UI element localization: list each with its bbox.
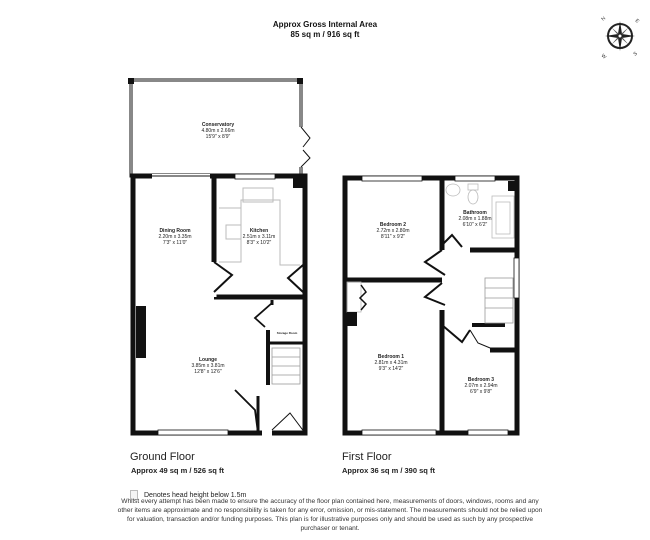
room-imperial: 9'3" x 14'2": [378, 366, 404, 372]
room-metric: 2.72m x 2.80m: [376, 228, 410, 234]
room-name: Kitchen: [249, 228, 269, 234]
disclaimer: Whilst every attempt has been made to en…: [117, 498, 543, 532]
room-conservatory: Conservatory 4.80m x 2.66m 15'9" x 8'9": [201, 122, 234, 140]
room-imperial: 7'3" x 11'0": [162, 240, 188, 246]
room-name: Storage Room: [276, 331, 298, 335]
room-name: Bathroom: [463, 210, 487, 216]
room-bedroom-3: Bedroom 3 2.07m x 2.94m 6'9" x 9'8": [464, 377, 497, 395]
svg-text:E: E: [634, 18, 641, 25]
room-imperial: 15'9" x 8'9": [205, 134, 231, 140]
compass-rose-icon: N E S W: [600, 15, 641, 60]
room-imperial: 8'11" x 9'2": [380, 234, 406, 240]
room-kitchen: Kitchen 2.51m x 3.11m 8'3" x 10'2": [243, 228, 276, 246]
room-name: Bedroom 2: [379, 222, 407, 228]
legend-text: Denotes head height below 1.5m: [144, 491, 247, 499]
ground-floor-area: Approx 49 sq m / 526 sq ft: [131, 466, 224, 475]
svg-text:S: S: [632, 50, 639, 57]
room-bathroom: Bathroom 2.08m x 1.88m 6'10" x 6'2": [458, 210, 491, 228]
room-name: Lounge: [198, 357, 218, 363]
room-name: Bedroom 1: [377, 354, 405, 360]
svg-text:W: W: [600, 53, 608, 60]
room-metric: 2.20m x 3.35m: [158, 234, 192, 240]
room-storage: Storage Room: [277, 331, 298, 335]
room-bedroom-1: Bedroom 1 2.81m x 4.31m 9'3" x 14'2": [374, 354, 407, 372]
svg-text:N: N: [600, 15, 607, 22]
room-imperial: 6'10" x 6'2": [462, 222, 488, 228]
room-metric: 4.80m x 2.66m: [201, 128, 235, 134]
room-metric: 2.81m x 4.31m: [374, 360, 408, 366]
room-metric: 2.08m x 1.88m: [458, 216, 492, 222]
first-floor-title: First Floor: [342, 451, 392, 463]
room-imperial: 6'9" x 9'8": [470, 389, 492, 395]
room-metric: 2.51m x 3.11m: [242, 234, 276, 240]
first-floor-area: Approx 36 sq m / 390 sq ft: [342, 466, 435, 475]
room-dining-room: Dining Room 2.20m x 3.35m 7'3" x 11'0": [158, 228, 191, 246]
room-lounge: Lounge 3.85m x 3.81m 12'8" x 12'6": [191, 357, 224, 375]
ground-floor-plan: [128, 78, 311, 436]
ground-floor-title: Ground Floor: [130, 451, 195, 463]
legend: Denotes head height below 1.5m: [130, 490, 246, 500]
room-name: Bedroom 3: [467, 377, 495, 383]
room-imperial: 12'8" x 12'6": [194, 369, 222, 375]
room-imperial: 8'3" x 10'2": [246, 240, 272, 246]
gross-area-heading: Approx Gross Internal Area: [272, 20, 378, 29]
gross-area-title: Approx Gross Internal Area 85 sq m / 916…: [0, 20, 650, 40]
room-name: Conservatory: [201, 122, 235, 128]
room-metric: 3.85m x 3.81m: [191, 363, 225, 369]
head-height-swatch-icon: [130, 490, 138, 500]
room-name: Dining Room: [159, 228, 191, 234]
room-bedroom-2: Bedroom 2 2.72m x 2.80m 8'11" x 9'2": [376, 222, 409, 240]
room-metric: 2.07m x 2.94m: [464, 383, 498, 389]
gross-area-value: 85 sq m / 916 sq ft: [290, 30, 360, 39]
first-floor-plan: [342, 175, 520, 436]
